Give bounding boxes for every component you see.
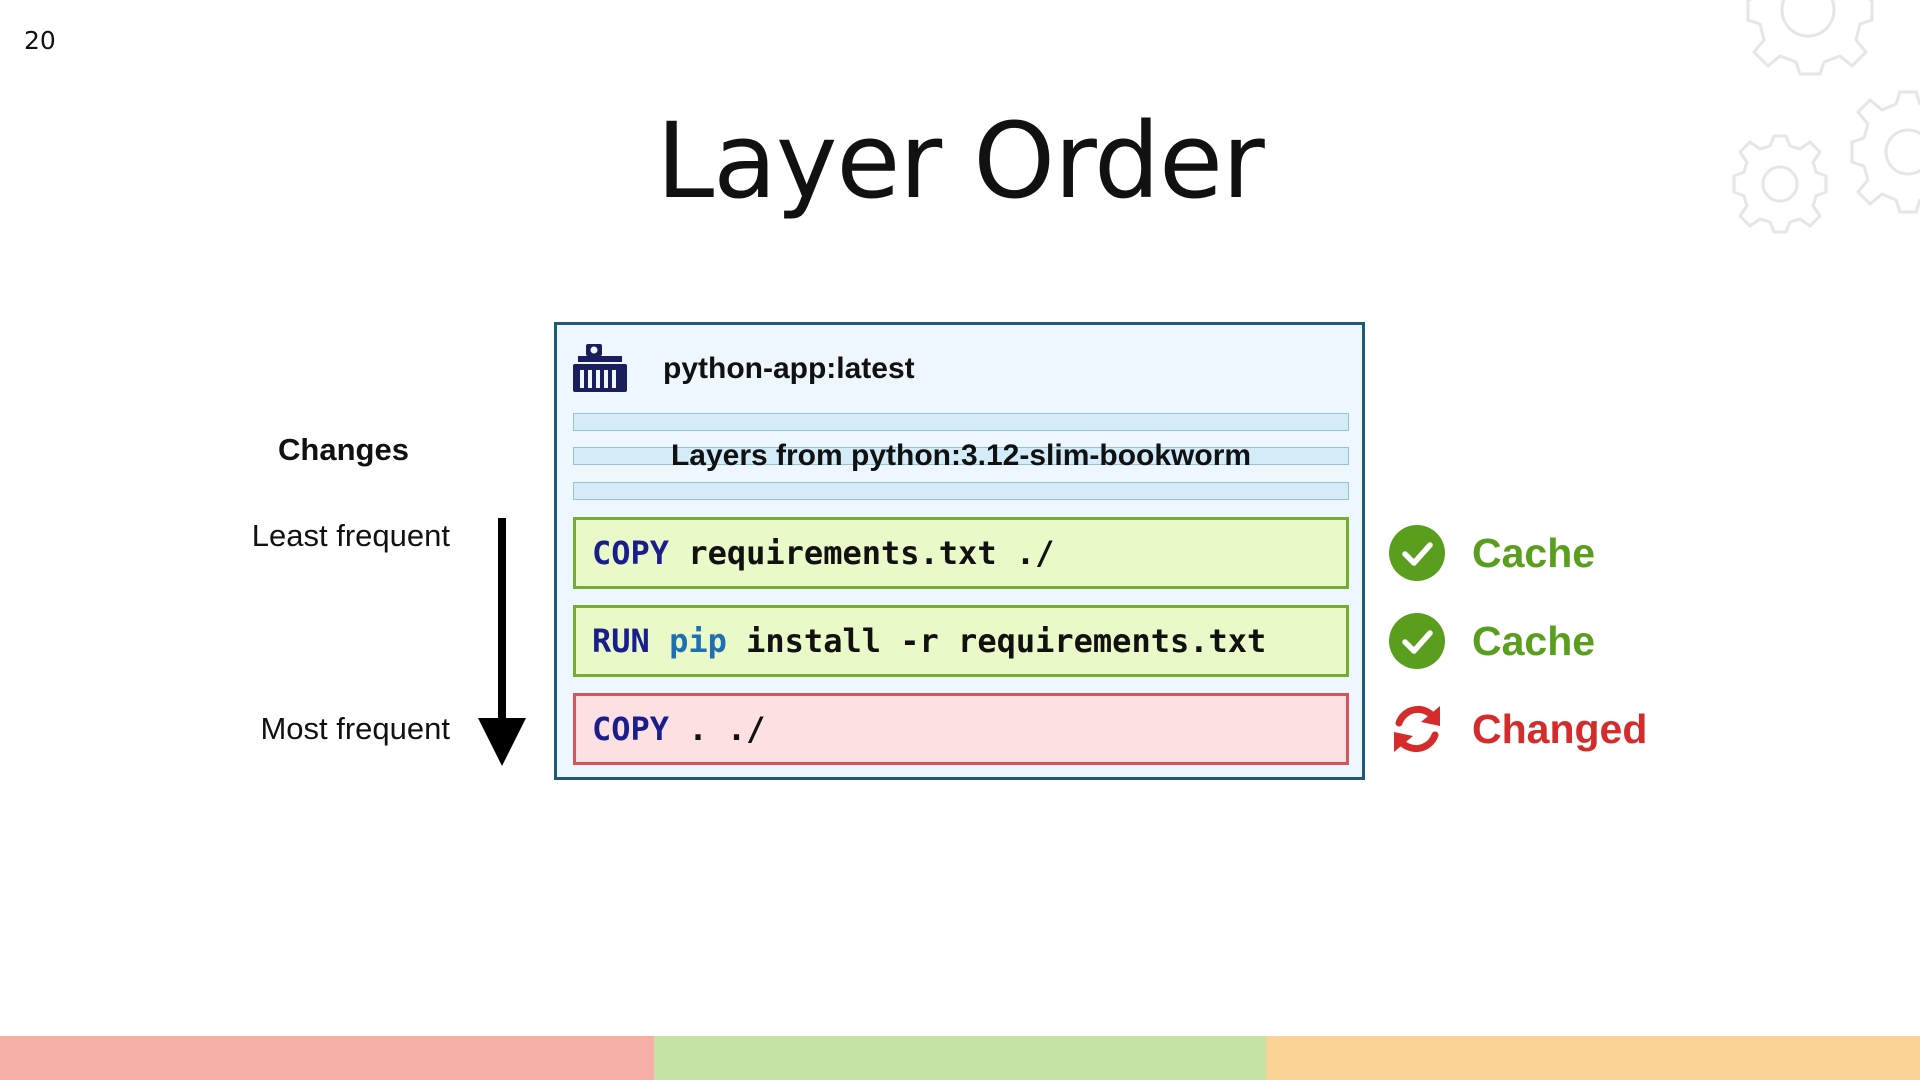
footer-band-green xyxy=(654,1036,1266,1080)
refresh-icon xyxy=(1394,705,1440,753)
layer-run-pip-install: RUN pip install -r requirements.txt xyxy=(573,605,1349,677)
layer-copy-source: COPY . ./ xyxy=(573,693,1349,765)
down-arrow-icon xyxy=(478,518,526,766)
base-layer-bar xyxy=(573,447,1349,465)
image-name: python-app:latest xyxy=(663,352,915,385)
layer-keyword: COPY xyxy=(592,534,670,572)
slide-number: 20 xyxy=(24,26,56,55)
base-layer-bar xyxy=(573,482,1349,500)
slide-title: Layer Order xyxy=(656,100,1265,222)
layer-command: pip xyxy=(649,622,727,660)
changes-heading: Changes xyxy=(278,432,409,467)
footer-band-red xyxy=(0,1036,654,1080)
layer-keyword: RUN xyxy=(592,622,650,660)
footer-band-orange xyxy=(1266,1036,1920,1080)
least-frequent-label: Least frequent xyxy=(251,518,450,553)
status-label: Changed xyxy=(1472,705,1648,752)
layer-args: . ./ xyxy=(669,710,766,748)
layer-args: install -r requirements.txt xyxy=(726,622,1267,660)
status-label: Cache xyxy=(1472,529,1596,576)
docker-image-box: python-app:latest Layers from python:3.1… xyxy=(554,322,1365,780)
layer-keyword: COPY xyxy=(592,710,670,748)
base-layer-bar xyxy=(573,413,1349,431)
status-cache-2: Cache xyxy=(1388,610,1595,672)
container-image-icon xyxy=(573,344,627,392)
gears-decoration-icon xyxy=(1732,0,1920,234)
status-label: Cache xyxy=(1472,617,1596,664)
base-layers-label: Layers from python:3.12-slim-bookworm xyxy=(670,439,1252,472)
layer-copy-requirements: COPY requirements.txt ./ xyxy=(573,517,1349,589)
check-circle-icon xyxy=(1389,613,1445,669)
status-changed: Changed xyxy=(1388,698,1647,760)
status-cache-1: Cache xyxy=(1388,522,1595,584)
most-frequent-label: Most frequent xyxy=(260,711,450,746)
check-circle-icon xyxy=(1389,525,1445,581)
layer-args: requirements.txt ./ xyxy=(669,534,1055,572)
